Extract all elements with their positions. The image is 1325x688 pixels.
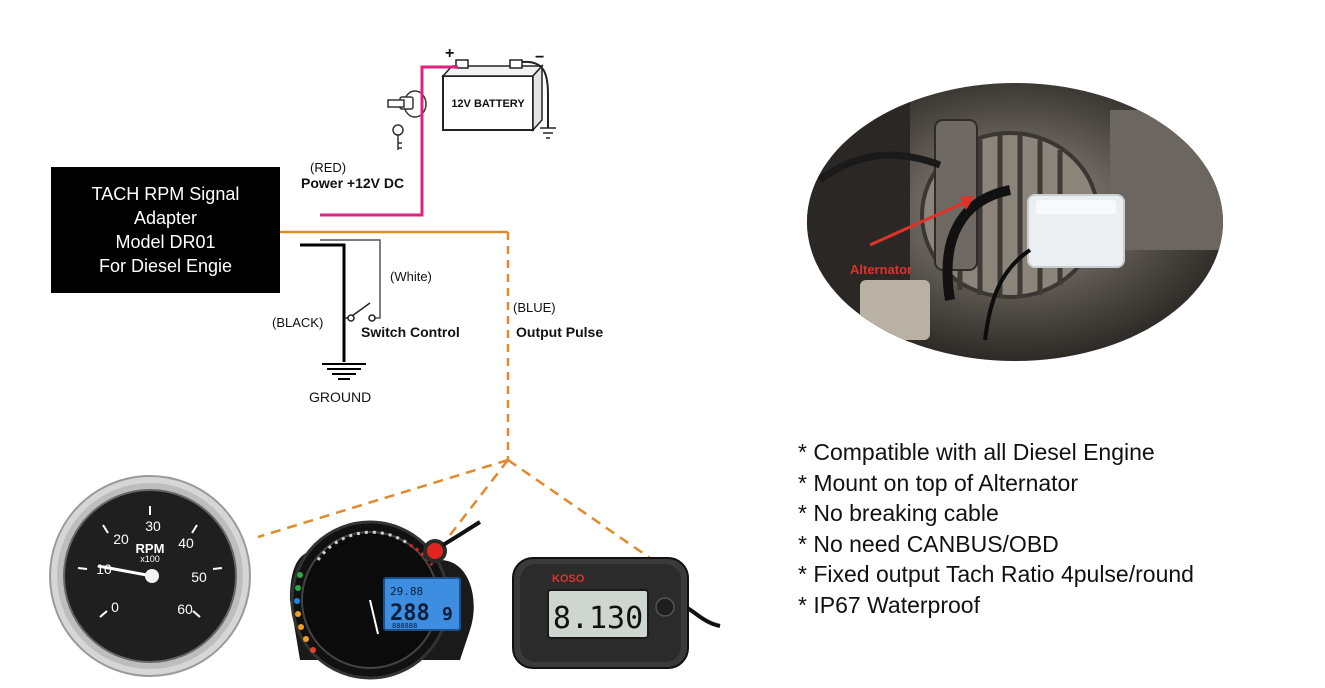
ground-icon	[322, 363, 366, 380]
battery-plus: +	[445, 45, 454, 62]
alternator-photo: Alternator	[807, 83, 1223, 361]
analog-tachometer: RPM x100 0 10 20 30 40 50 60	[49, 475, 251, 677]
adapter-line-2: Adapter	[133, 208, 198, 228]
battery-label: 12V BATTERY	[451, 98, 525, 110]
red-wire-label: (RED)	[310, 160, 347, 175]
feature-item: * IP67 Waterproof	[798, 591, 980, 618]
analog-tick-60: 60	[177, 601, 193, 617]
analog-rpm-label: RPM	[136, 541, 165, 556]
ground-label: GROUND	[309, 389, 372, 405]
digital-top-value: 29.88	[390, 585, 423, 598]
analog-tick-0: 0	[111, 599, 119, 615]
analog-unit-label: x100	[140, 554, 160, 564]
adapter-line-4: For Diesel Engie	[98, 256, 233, 276]
analog-tick-20: 20	[113, 531, 129, 547]
feature-item: * Mount on top of Alternator	[798, 469, 1079, 496]
adapter-line-3: Model DR01	[115, 232, 216, 252]
white-wire-label: (White)	[390, 269, 432, 284]
digital-main-value: 288	[390, 601, 430, 626]
battery-minus: −	[535, 49, 544, 66]
analog-needle	[97, 564, 153, 578]
feature-item: * Compatible with all Diesel Engine	[798, 439, 1155, 465]
output-pulse-label: Output Pulse	[516, 324, 604, 340]
digital-odometer: 888888	[392, 622, 417, 630]
alternator-arrow-label: Alternator	[850, 262, 912, 277]
analog-tick-40: 40	[178, 535, 194, 551]
battery-icon: 12V BATTERY	[441, 59, 544, 132]
switch-icon	[344, 302, 376, 322]
analog-tick-30: 30	[145, 518, 161, 534]
switch-control-label: Switch Control	[361, 324, 460, 340]
battery-ground-wire	[521, 60, 549, 128]
koso-value: 8.130	[553, 601, 643, 636]
features-list: * Compatible with all Diesel Engine * Mo…	[798, 437, 1194, 620]
feature-item: * Fixed output Tach Ratio 4pulse/round	[798, 561, 1194, 587]
koso-meter: KOSO 8.130	[512, 557, 721, 669]
black-wire-label: (BLACK)	[272, 315, 324, 330]
output-branch-analog	[257, 458, 509, 539]
analog-tick-50: 50	[191, 569, 207, 585]
white-wire	[320, 239, 381, 319]
koso-brand: KOSO	[552, 573, 585, 585]
blue-wire-label: (BLUE)	[513, 300, 556, 315]
feature-item: * No need CANBUS/OBD	[798, 530, 1059, 557]
black-ground-wire	[300, 243, 346, 362]
power-label: Power +12V DC	[301, 175, 405, 191]
digital-dashboard: 29.88 288 9 888888	[290, 520, 482, 680]
adapter-line-1: TACH RPM Signal	[91, 184, 240, 204]
digital-gear-value: 9	[442, 604, 453, 625]
ignition-key-icon	[387, 90, 427, 150]
feature-item: * No breaking cable	[798, 500, 999, 526]
battery-ground-icon	[540, 127, 556, 139]
output-branch-koso	[507, 458, 651, 560]
red-power-wire	[320, 65, 458, 217]
adapter-box: TACH RPM Signal Adapter Model DR01 For D…	[51, 167, 280, 293]
